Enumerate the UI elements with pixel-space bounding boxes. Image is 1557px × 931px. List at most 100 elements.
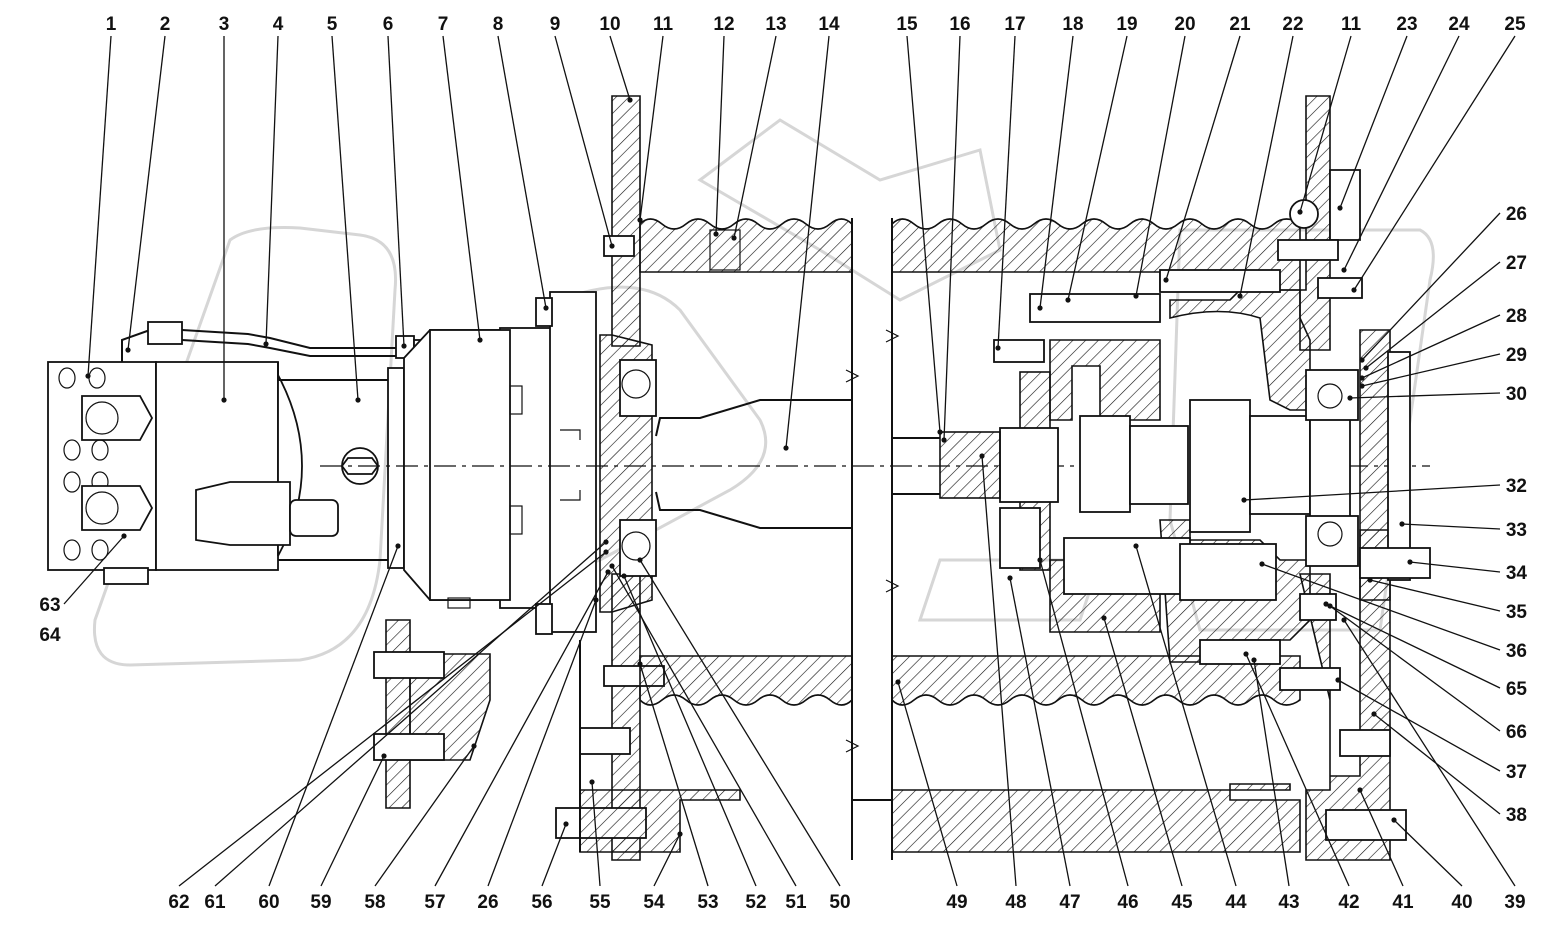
leader-top-13-dot (783, 445, 789, 451)
callout-right-6: 33 (1506, 520, 1527, 541)
callout-bottom-17: 46 (1117, 892, 1138, 913)
leader-top-7 (497, 35, 547, 309)
callout-bottom-4: 58 (364, 892, 385, 913)
callout-bottom-15: 48 (1005, 892, 1026, 913)
callout-bottom-23: 40 (1451, 892, 1472, 913)
output-gear (1189, 399, 1251, 533)
leader-right-4-dot (1347, 395, 1353, 401)
base-bolt-right (1325, 809, 1407, 841)
leader-top-3-dot (263, 341, 269, 347)
hydraulic-motor (47, 321, 429, 585)
lifting-eye (1289, 199, 1319, 229)
leader-top-8 (554, 35, 613, 247)
leader-top-5-dot (401, 343, 407, 349)
leader-right-10-dot (1323, 601, 1329, 607)
leader-top-4-dot (355, 397, 361, 403)
brake-housing (403, 291, 597, 635)
leader-bottom-2-dot (395, 543, 401, 549)
spline-sleeve (939, 431, 1001, 499)
leader-top-5 (387, 35, 405, 347)
leader-bottom-2 (268, 545, 399, 887)
leader-right-0 (1361, 212, 1501, 361)
callout-bottom-8: 55 (589, 892, 611, 913)
callout-top-3: 4 (273, 14, 284, 35)
adapter-bolt-upper (535, 297, 553, 327)
leader-bottom-19-dot (1133, 543, 1139, 549)
callout-top-6: 7 (438, 14, 449, 35)
leader-top-21 (1239, 35, 1294, 297)
leader-top-17-dot (1037, 305, 1043, 311)
callout-bottom-7: 56 (531, 892, 552, 913)
callout-bottom-9: 54 (643, 892, 665, 913)
leader-top-21-dot (1237, 293, 1243, 299)
callout-top-15: 16 (949, 14, 970, 35)
leader-top-25 (1353, 35, 1516, 291)
callout-right-3: 29 (1506, 345, 1527, 366)
leader-bottom-10 (639, 663, 709, 887)
sun-gear (1079, 415, 1131, 513)
leader-bottom-24 (1343, 619, 1516, 887)
leader-bottom-5-dot (605, 569, 611, 575)
leader-top-18-dot (1065, 297, 1071, 303)
leader-top-23-dot (1337, 205, 1343, 211)
leader-top-25-dot (1351, 287, 1357, 293)
leader-bottom-4 (374, 745, 475, 887)
callout-bottom-16: 47 (1059, 892, 1080, 913)
callout-right-1: 27 (1506, 253, 1527, 274)
callout-top-12: 13 (765, 14, 786, 35)
leader-top-9-dot (627, 97, 633, 103)
leader-right-3-dot (1359, 383, 1365, 389)
leader-top-6 (442, 35, 481, 341)
leader-top-14 (906, 35, 941, 433)
leader-bottom-12-dot (609, 563, 615, 569)
leader-bottom-6 (487, 599, 597, 887)
leader-bottom-15 (981, 455, 1017, 887)
leader-bottom-18 (1103, 617, 1183, 887)
leader-bottom-4-dot (471, 743, 477, 749)
callout-top-22: 11 (1341, 14, 1362, 35)
leader-top-15-dot (941, 437, 947, 443)
leader-top-23 (1339, 35, 1408, 209)
callout-top-13: 14 (818, 14, 840, 35)
leader-right-5-dot (1241, 497, 1247, 503)
leader-top-13 (785, 35, 830, 449)
bolt-17 (993, 339, 1045, 363)
leader-bottom-1 (214, 541, 607, 887)
planetary-gearbox (939, 269, 1351, 665)
callout-top-0: 1 (106, 14, 117, 35)
port-fitting-upper (81, 395, 154, 441)
leader-top-0 (87, 35, 112, 377)
leader-bottom-17 (1039, 559, 1129, 887)
leader-top-16-dot (995, 345, 1001, 351)
callout-right-0: 26 (1506, 204, 1527, 225)
leader-right-0-dot (1359, 357, 1365, 363)
drain-plug (447, 597, 471, 609)
leader-bottom-22-dot (1357, 787, 1363, 793)
leader-bottom-13-dot (637, 557, 643, 563)
valve-block-foot (103, 567, 149, 585)
leader-top-22-dot (1297, 209, 1303, 215)
right-bearing-upper (1305, 369, 1359, 421)
leader-bottom-12 (611, 565, 797, 887)
leader-left-0 (63, 535, 125, 605)
leader-bottom-24-dot (1341, 617, 1347, 623)
detail-bolt-upper (373, 651, 445, 679)
leader-right-9 (1261, 563, 1501, 651)
leader-bottom-19 (1135, 545, 1237, 887)
drum-lower-right (891, 655, 1301, 706)
callout-top-1: 2 (160, 14, 171, 35)
bolt-25 (1317, 277, 1363, 299)
leader-bottom-21-dot (1243, 651, 1249, 657)
leader-right-4 (1349, 392, 1501, 399)
leader-right-2 (1361, 314, 1501, 379)
leader-top-0-dot (85, 373, 91, 379)
callout-right-12: 37 (1506, 762, 1527, 783)
leader-right-1-dot (1363, 365, 1369, 371)
leader-right-10 (1325, 603, 1501, 689)
leader-top-15 (943, 35, 961, 441)
leader-top-1 (127, 35, 166, 351)
callout-top-18: 19 (1116, 14, 1137, 35)
leader-top-10-dot (637, 217, 643, 223)
